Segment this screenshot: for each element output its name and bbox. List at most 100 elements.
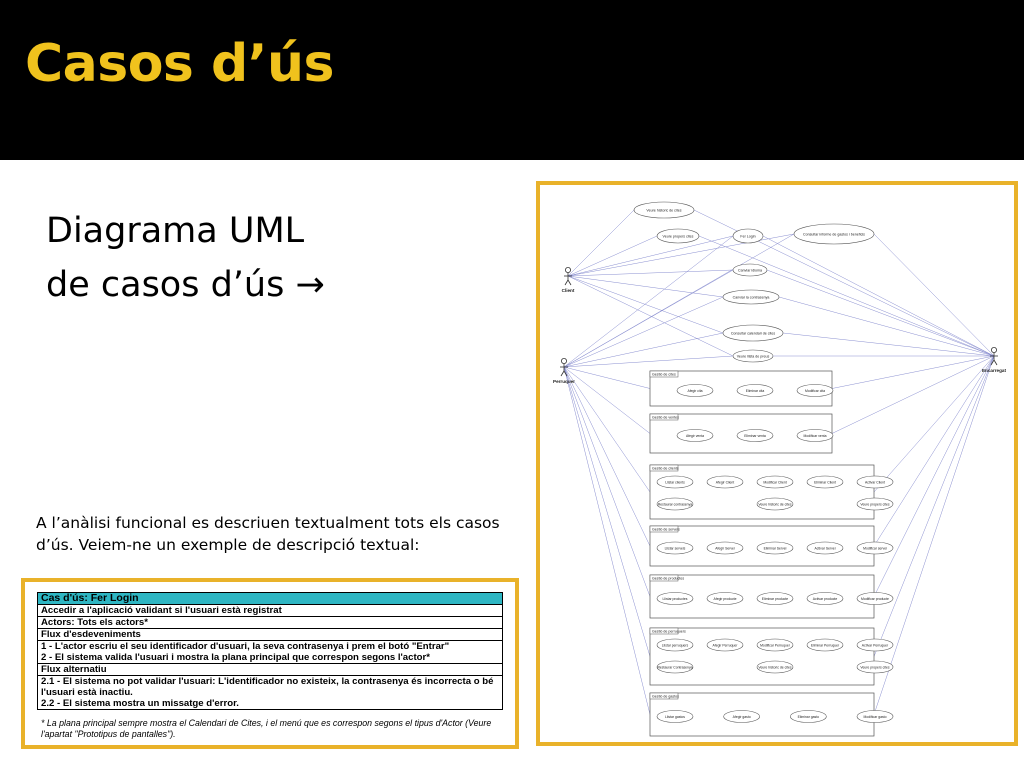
use-case-label: Eliminar cita: [746, 389, 765, 393]
association-line: [563, 366, 651, 493]
use-case-ellipse: [796, 429, 834, 442]
package-tab: [649, 692, 679, 700]
use-case-label: Afegir producte: [714, 597, 737, 601]
use-case: Fer Login: [732, 228, 764, 244]
use-case-label: Llistar productes: [663, 597, 688, 601]
use-case: Veure llista de preus: [732, 349, 774, 363]
table-row: Accedir a l'aplicació validant si l'usua…: [37, 604, 503, 617]
use-case-label: Activar Servei: [815, 546, 836, 550]
use-case-label: Modificar gasto: [864, 715, 887, 719]
use-case-label: Afegir Perruquer: [713, 643, 739, 647]
use-case-label: Afegir cita: [687, 389, 702, 393]
use-case-label: Eliminar producte: [762, 597, 788, 601]
actor-perruquer: Perruquer: [553, 357, 575, 384]
use-case-label: Activar Perruquer: [862, 643, 889, 647]
association-line: [567, 275, 724, 334]
use-case-label: Consultar informe de gastos i beneficis: [803, 232, 865, 236]
use-case-ellipse: [856, 497, 894, 511]
use-case-ellipse: [806, 638, 844, 652]
use-case-label: Fer Login: [740, 234, 755, 238]
table-row: Flux d'esdeveniments: [37, 628, 503, 641]
association-line: [563, 366, 651, 597]
use-case-label: Modificar servei: [863, 546, 887, 550]
association-line: [563, 366, 651, 715]
use-case-ellipse: [722, 324, 784, 342]
use-case: Modificar Perruquer: [756, 638, 794, 652]
use-case-label: Veure historic de cites: [758, 502, 791, 506]
use-case-label: Veure historic de cites: [646, 208, 681, 212]
use-case-ellipse: [706, 638, 744, 652]
association-line: [873, 355, 995, 657]
use-case: Afegir producte: [706, 592, 744, 605]
intro-paragraph: A l’anàlisi funcional es descriuen textu…: [36, 514, 500, 554]
use-case-label: Eliminar Servei: [764, 546, 787, 550]
table-footnote: * La plana principal sempre mostra el Ca…: [41, 718, 492, 739]
subtitle-line-2: de casos d’ús →: [46, 258, 325, 312]
use-case: Llistar gastos: [656, 710, 694, 723]
use-case: Consultar calendari de cites: [722, 324, 784, 342]
use-case: Modificar venta: [796, 429, 834, 442]
use-case: Modificar producte: [856, 592, 894, 605]
use-case-ellipse: [856, 660, 894, 674]
association-line: [563, 366, 651, 389]
association-line: [563, 366, 651, 434]
use-case-label: Modificar Client: [763, 480, 786, 484]
use-case: Afegir venta: [676, 429, 714, 442]
use-case-label: Veure propers cites: [860, 502, 890, 506]
arrow-right-icon: →: [295, 265, 325, 305]
use-case-ellipse: [806, 475, 844, 489]
use-case: Veure historic de cites: [756, 660, 794, 674]
package-tab: [649, 525, 679, 533]
use-case-ellipse: [756, 475, 794, 489]
use-case-ellipse: [856, 638, 894, 652]
use-case: Canviar la contrasenya: [722, 289, 780, 305]
use-case-label: Modificar producte: [861, 597, 889, 601]
association-line: [567, 269, 734, 277]
use-case: Restaurar Contrasenya: [656, 660, 694, 674]
use-case-ellipse: [656, 541, 694, 555]
use-case-ellipse: [732, 228, 764, 244]
association-line: [831, 355, 995, 434]
use-case-label: Veure historic de cites: [758, 665, 791, 669]
use-case-ellipse: [790, 710, 827, 723]
use-case-ellipse: [656, 475, 694, 489]
use-case-label: Afegir venta: [686, 434, 704, 438]
association-line: [873, 355, 995, 547]
actor-leg: [567, 279, 572, 286]
use-case-label: Llistar clients: [665, 480, 685, 484]
association-line: [563, 296, 724, 368]
association-line: [563, 235, 734, 368]
package-tab: [649, 574, 679, 582]
use-case: Afegir gasto: [723, 710, 760, 723]
association-line: [873, 355, 995, 493]
use-case: Restaurar contrasenya: [656, 497, 694, 511]
use-case-ellipse: [736, 384, 774, 397]
use-case-ellipse: [633, 201, 695, 219]
slide-title: Casos d’ús: [25, 34, 334, 94]
use-case: Eliminar Servei: [756, 541, 794, 555]
actor-head: [564, 267, 571, 274]
use-case: Modificar cita: [796, 384, 834, 397]
association-line: [563, 366, 651, 657]
use-case-ellipse: [732, 263, 768, 277]
use-case-ellipse: [656, 710, 694, 723]
actor-label: Perruquer: [553, 379, 575, 384]
association-line: [567, 235, 734, 277]
use-case: Modificar servei: [856, 541, 894, 555]
use-case: Llistar perruquers: [656, 638, 694, 652]
use-case: Modificar gasto: [856, 710, 894, 723]
use-case-label: Activar Client: [865, 480, 885, 484]
use-case: Veure historic de cites: [756, 497, 794, 511]
use-case-ellipse: [706, 475, 744, 489]
actor-client: Client: [562, 267, 575, 293]
association-line: [567, 235, 658, 277]
actor-head: [560, 357, 567, 364]
main-flow-step: 1 - L'actor escriu el seu identificador …: [41, 641, 450, 652]
subtitle-line-2-text: de casos d’ús: [46, 265, 285, 305]
association-lines: [563, 209, 995, 715]
use-case-description-frame: Cas d'ús: Fer Login Accedir a l'aplicaci…: [21, 578, 519, 749]
use-case-label: Eliminar Client: [814, 480, 836, 484]
use-case-label: Eliminar venta: [744, 434, 766, 438]
use-case: Llistar serveis: [656, 541, 694, 555]
use-case-label: Modificar venta: [804, 434, 827, 438]
